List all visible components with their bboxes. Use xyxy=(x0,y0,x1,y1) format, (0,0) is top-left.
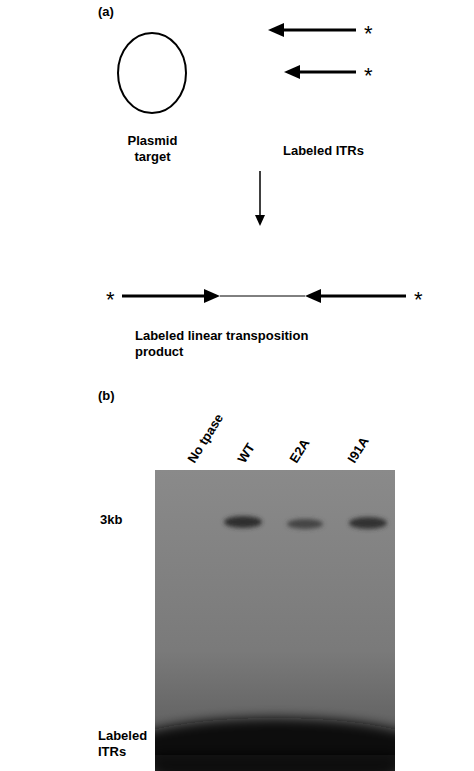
lane-label: E2A xyxy=(286,436,313,466)
gel-image xyxy=(155,470,395,771)
node-label: Labeled linear transposition product xyxy=(135,328,335,360)
node-label: Plasmid target xyxy=(115,133,190,165)
label-asterisk: * xyxy=(364,23,373,45)
flow-arrow xyxy=(255,171,265,226)
label-asterisk: * xyxy=(106,289,115,311)
panel-letter: (b) xyxy=(98,388,115,404)
lane-label: No tpase xyxy=(184,411,227,466)
label-asterisk: * xyxy=(364,65,373,87)
plasmid-node: Plasmid target xyxy=(100,25,280,169)
itr-label: Labeled ITRs xyxy=(98,728,153,760)
lane-label: WT xyxy=(234,440,258,466)
linear-product xyxy=(100,228,440,308)
itr-arrows xyxy=(268,23,356,79)
panel-letter: (a) xyxy=(98,4,114,20)
size-marker: 3kb xyxy=(100,512,122,528)
plasmid-circle xyxy=(100,25,280,120)
lane-label: I91A xyxy=(344,434,372,466)
itr-label: Labeled ITRs xyxy=(283,143,364,159)
label-asterisk: * xyxy=(414,289,423,311)
product-node: Labeled linear transposition product xyxy=(100,228,440,364)
